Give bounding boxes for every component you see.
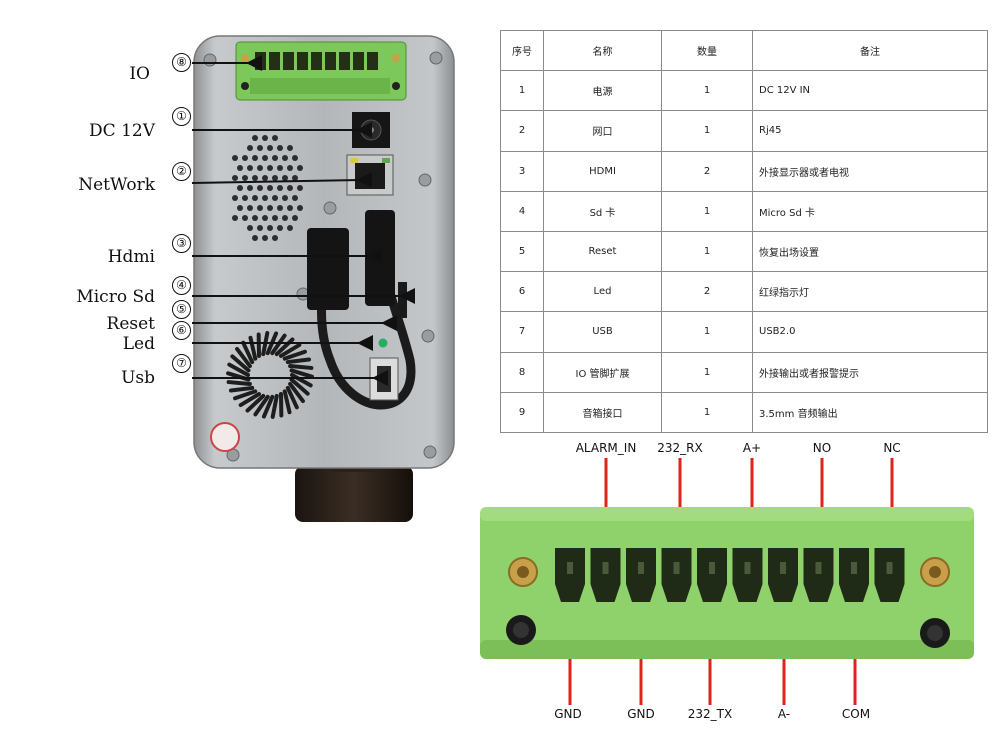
fan-vent <box>226 331 314 419</box>
cell-no: 4 <box>500 190 544 232</box>
spec-table: 序号 名称 数量 备注 1 电源 1 DC 12V IN 2 网口 1 Rj45… <box>500 29 988 433</box>
cell-note: 3.5mm 音频输出 <box>752 391 988 433</box>
screw-icon <box>203 51 443 462</box>
cell-name: Led <box>543 271 662 313</box>
table-row: 8 IO 管脚扩展 1 外接输出或者报警提示 <box>500 351 988 393</box>
pin-socket <box>732 548 763 602</box>
pin-label-no: NO <box>812 441 832 455</box>
table-row: 2 网口 1 Rj45 <box>500 110 988 152</box>
cell-qty: 2 <box>661 271 753 313</box>
cell-qty: 1 <box>661 190 753 232</box>
table-row: 9 音箱接口 1 3.5mm 音频输出 <box>500 391 988 433</box>
pin-label-a-minus: A- <box>777 707 791 721</box>
table-row: 1 电源 1 DC 12V IN <box>500 70 988 112</box>
pin-label-232-rx: 232_RX <box>657 441 703 455</box>
sticker-icon <box>210 422 240 452</box>
callout-dc-number: ① <box>172 107 191 126</box>
cell-qty: 2 <box>661 150 753 192</box>
header-qty: 数量 <box>661 29 753 72</box>
led-green-icon <box>378 338 388 348</box>
callout-usb-label: Usb <box>121 368 155 388</box>
header-note: 备注 <box>752 29 988 72</box>
pin-label-alarm-in: ALARM_IN <box>575 441 637 455</box>
cell-name: 网口 <box>543 110 662 152</box>
callout-usb-number: ⑦ <box>172 354 191 373</box>
pin-socket <box>768 548 798 602</box>
callout-reset-number: ⑤ <box>172 300 191 319</box>
cell-qty: 1 <box>661 311 753 353</box>
pin-label-gnd-1: GND <box>554 707 582 721</box>
pin-socket <box>874 548 905 602</box>
pin-label-232-tx: 232_TX <box>687 707 733 721</box>
speaker-grille <box>232 135 303 241</box>
callout-hdmi-number: ③ <box>172 234 191 253</box>
pin-label-gnd-2: GND <box>627 707 655 721</box>
callout-dc-label: DC 12V <box>89 121 155 141</box>
pin-socket <box>661 548 692 602</box>
cell-name: Sd 卡 <box>543 190 662 232</box>
callout-led-number: ⑥ <box>172 321 191 340</box>
cell-note: 外接输出或者报警提示 <box>752 351 988 393</box>
callout-led-label: Led <box>122 334 155 354</box>
callout-microsd-label: Micro Sd <box>76 287 155 307</box>
cell-name: 音箱接口 <box>543 391 662 433</box>
callout-network-label: NetWork <box>78 175 155 195</box>
callout-io-number: ⑧ <box>172 53 191 72</box>
header-name: 名称 <box>543 29 662 72</box>
pin-socket <box>555 548 585 602</box>
cell-no: 2 <box>500 110 544 152</box>
cell-qty: 1 <box>661 391 753 433</box>
table-row: 4 Sd 卡 1 Micro Sd 卡 <box>500 190 988 232</box>
pin-socket <box>697 548 727 602</box>
tripod-head <box>295 466 413 522</box>
callout-hdmi-label: Hdmi <box>107 247 155 267</box>
table-header-row: 序号 名称 数量 备注 <box>500 29 988 72</box>
callout-io-label: IO <box>129 64 150 84</box>
pin-socket <box>590 548 621 602</box>
pin-socket <box>839 548 869 602</box>
pin-label-com: COM <box>841 707 871 721</box>
terminal-block <box>480 507 974 659</box>
callout-reset-label: Reset <box>106 314 155 334</box>
callout-microsd-number: ④ <box>172 276 191 295</box>
cell-no: 7 <box>500 311 544 353</box>
io-terminal-block <box>235 41 407 101</box>
cell-note: Micro Sd 卡 <box>752 190 988 232</box>
cell-no: 9 <box>500 391 544 433</box>
callout-network-number: ② <box>172 162 191 181</box>
cell-name: Reset <box>543 230 662 273</box>
pin-socket <box>626 548 656 602</box>
cell-note: 外接显示器或者电视 <box>752 150 988 192</box>
table-row: 7 USB 1 USB2.0 <box>500 311 988 353</box>
pin-label-a-plus: A+ <box>742 441 762 455</box>
table-row: 6 Led 2 红绿指示灯 <box>500 271 988 313</box>
device-photo <box>191 35 455 522</box>
pin-socket <box>803 548 834 602</box>
pin-label-nc: NC <box>883 441 901 455</box>
